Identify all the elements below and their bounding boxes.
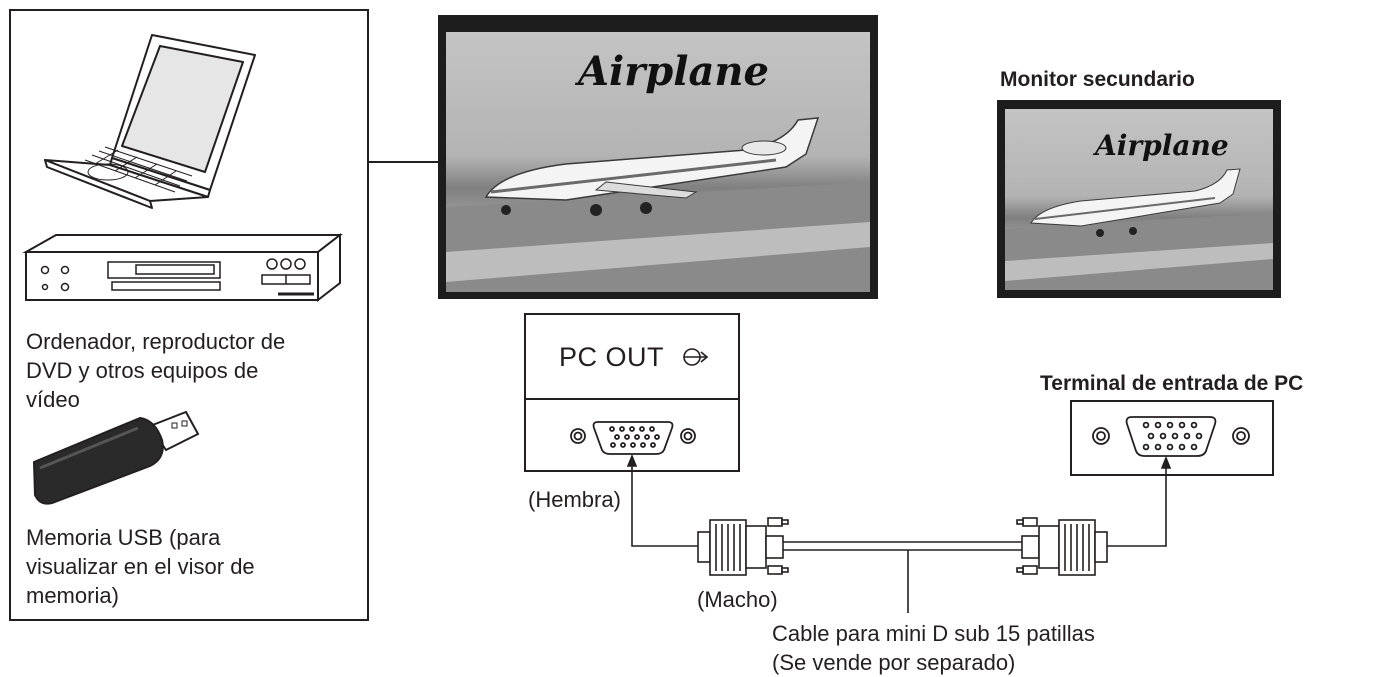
female-connector-label: (Hembra) [528,485,621,514]
cable-label-line: Cable para mini D sub 15 patillas [772,619,1095,648]
cable-label-line: (Se vende por separado) [772,648,1095,677]
cable-label: Cable para mini D sub 15 patillas (Se ve… [772,619,1095,677]
male-connector-label: (Macho) [697,585,778,614]
